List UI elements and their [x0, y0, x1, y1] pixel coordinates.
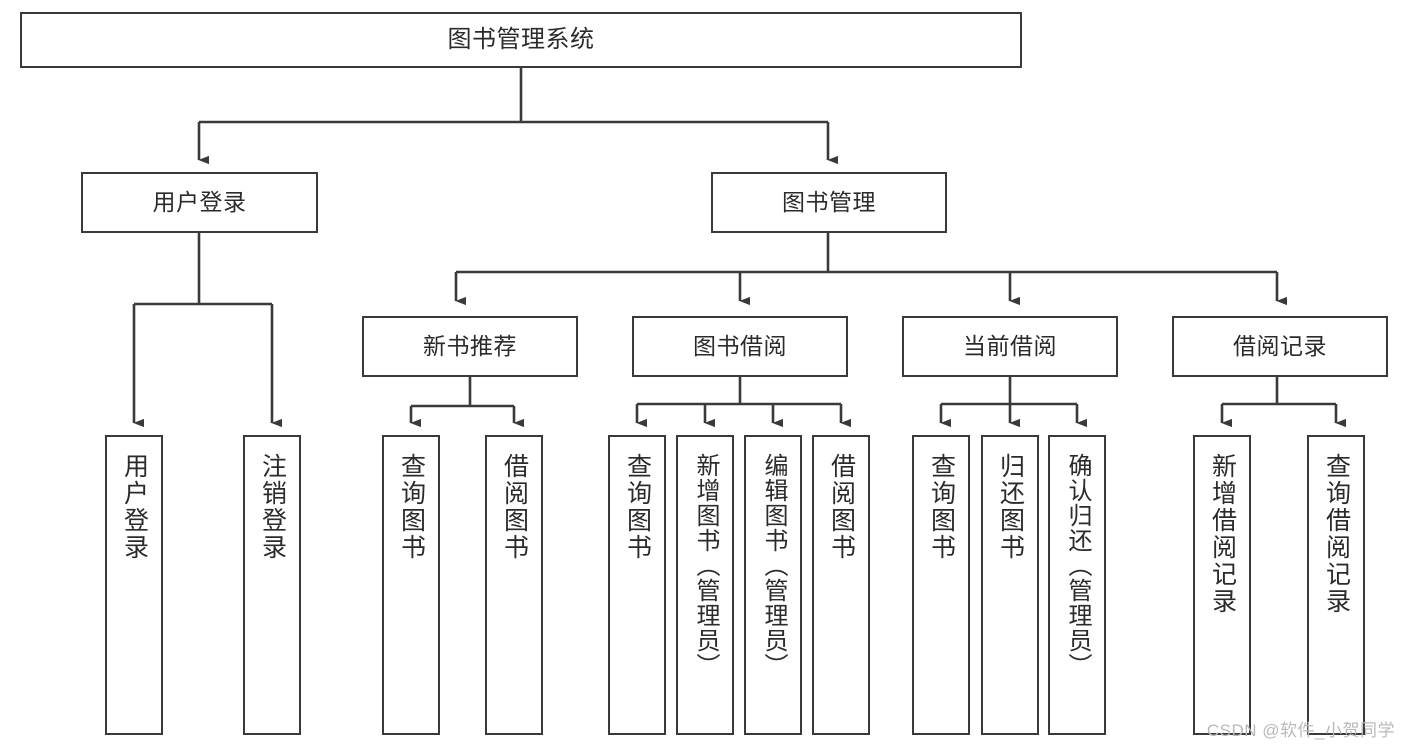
node-leaf-return-book[interactable]: 归还图书 — [981, 435, 1039, 735]
node-leaf-borrow-book-label: 借阅图书 — [827, 453, 856, 561]
node-leaf-add-book-admin[interactable]: 新增图书（管理员） — [676, 435, 734, 735]
node-book-borrow-label: 图书借阅 — [693, 332, 787, 359]
node-leaf-query-book-borrow-label: 查询图书 — [623, 453, 652, 561]
node-leaf-confirm-return-admin-label: 确认归还（管理员） — [1063, 453, 1091, 678]
node-book-management[interactable]: 图书管理 — [711, 172, 947, 233]
node-leaf-query-book-current[interactable]: 查询图书 — [912, 435, 970, 735]
node-leaf-add-book-admin-label: 新增图书（管理员） — [691, 453, 719, 678]
node-leaf-borrow-book-new[interactable]: 借阅图书 — [485, 435, 543, 735]
node-new-book-recommend[interactable]: 新书推荐 — [362, 316, 578, 377]
node-leaf-add-borrow-record-label: 新增借阅记录 — [1208, 453, 1237, 615]
node-leaf-edit-book-admin[interactable]: 编辑图书（管理员） — [744, 435, 802, 735]
node-book-borrow[interactable]: 图书借阅 — [632, 316, 848, 377]
node-leaf-query-borrow-record[interactable]: 查询借阅记录 — [1307, 435, 1365, 735]
node-leaf-query-book-current-label: 查询图书 — [927, 453, 956, 561]
node-borrow-record-label: 借阅记录 — [1233, 332, 1327, 359]
node-current-borrow[interactable]: 当前借阅 — [902, 316, 1118, 377]
node-leaf-user-login[interactable]: 用户登录 — [105, 435, 163, 735]
node-leaf-borrow-book-new-label: 借阅图书 — [500, 453, 529, 561]
node-leaf-edit-book-admin-label: 编辑图书（管理员） — [759, 453, 787, 678]
node-user-login-label: 用户登录 — [152, 188, 247, 215]
node-leaf-return-book-label: 归还图书 — [996, 453, 1025, 561]
node-new-book-recommend-label: 新书推荐 — [423, 332, 517, 359]
node-leaf-borrow-book[interactable]: 借阅图书 — [812, 435, 870, 735]
node-leaf-query-borrow-record-label: 查询借阅记录 — [1322, 453, 1351, 615]
node-leaf-logout[interactable]: 注销登录 — [243, 435, 301, 735]
node-root-system[interactable]: 图书管理系统 — [20, 12, 1022, 68]
node-root-system-label: 图书管理系统 — [447, 25, 595, 53]
node-leaf-query-book-new-label: 查询图书 — [397, 453, 426, 561]
node-leaf-logout-label: 注销登录 — [258, 453, 287, 561]
node-leaf-add-borrow-record[interactable]: 新增借阅记录 — [1193, 435, 1251, 735]
node-borrow-record[interactable]: 借阅记录 — [1172, 316, 1388, 377]
node-current-borrow-label: 当前借阅 — [963, 332, 1057, 359]
node-leaf-confirm-return-admin[interactable]: 确认归还（管理员） — [1048, 435, 1106, 735]
node-user-login[interactable]: 用户登录 — [81, 172, 318, 233]
node-leaf-user-login-label: 用户登录 — [120, 453, 149, 561]
node-book-management-label: 图书管理 — [782, 188, 876, 215]
node-leaf-query-book-new[interactable]: 查询图书 — [382, 435, 440, 735]
node-leaf-query-book-borrow[interactable]: 查询图书 — [608, 435, 666, 735]
